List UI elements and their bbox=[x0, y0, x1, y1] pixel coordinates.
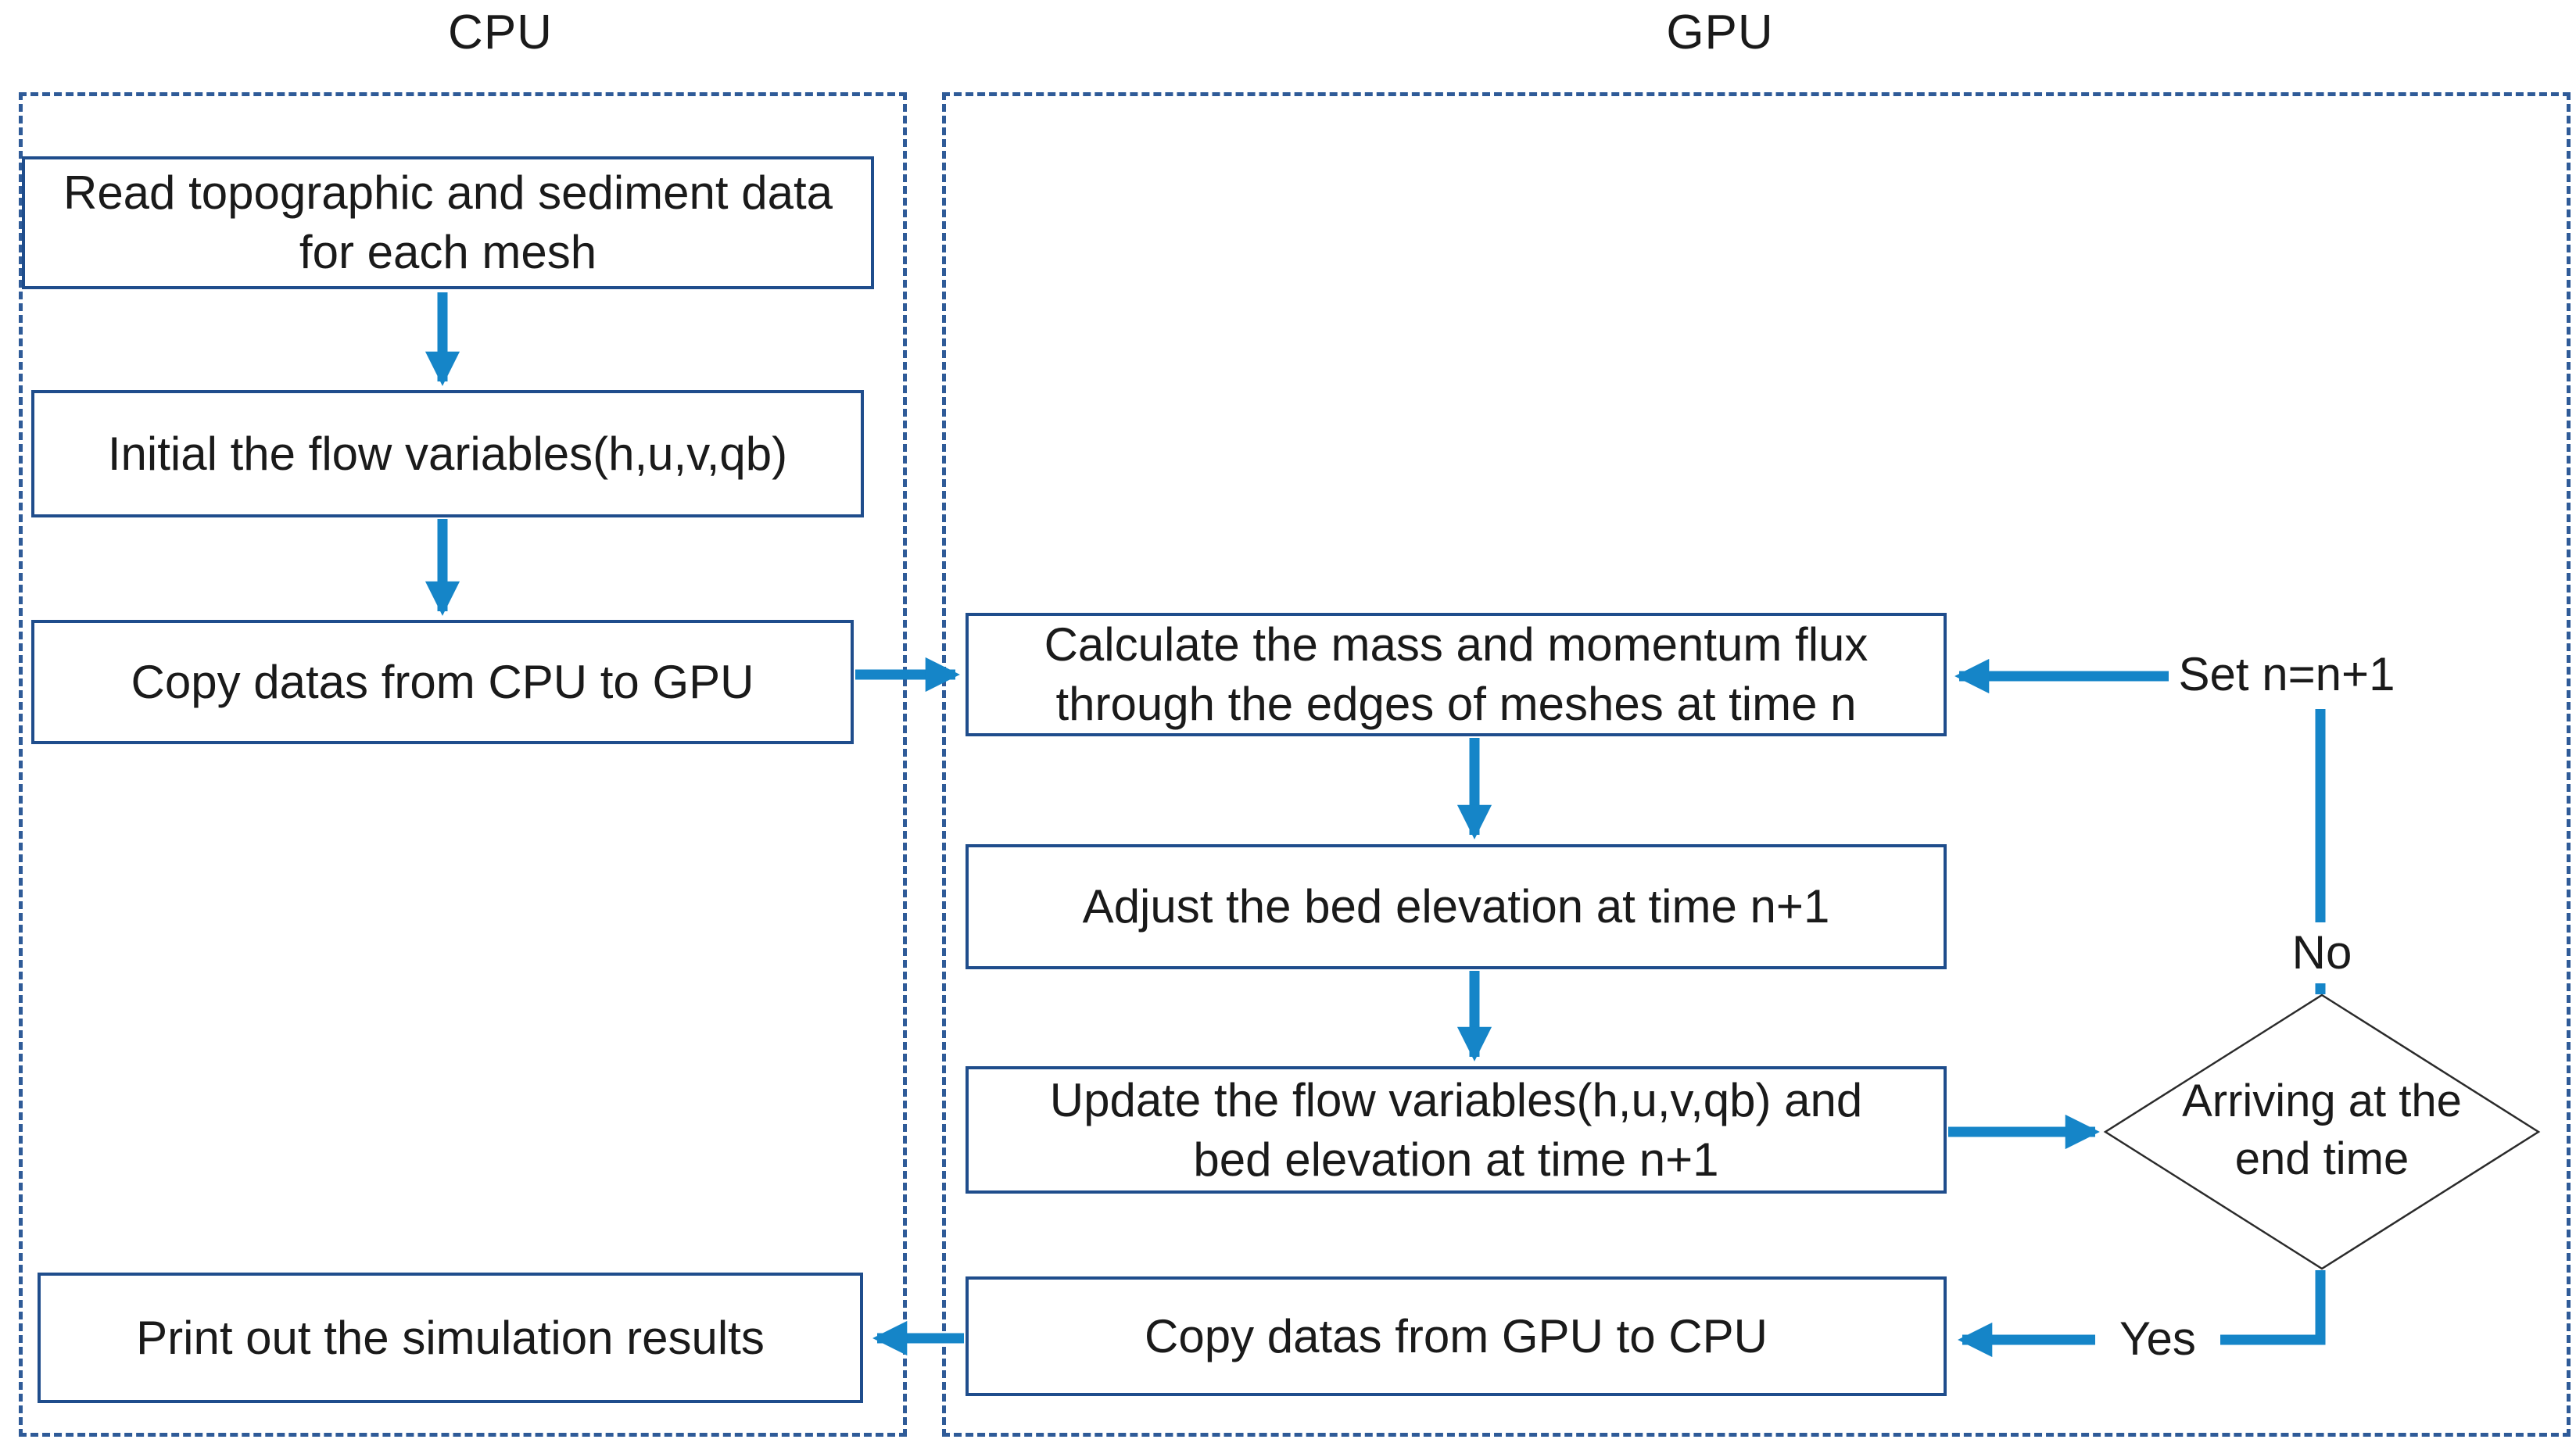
decision-label-line1: Arriving at the bbox=[2182, 1076, 2462, 1126]
cpu-region-title: CPU bbox=[448, 5, 553, 59]
gpu-region-boundary bbox=[942, 92, 2571, 1437]
gpu-region-title: GPU bbox=[1666, 5, 1774, 59]
node-adjust-line1: Adjust the bed elevation at time n+1 bbox=[1082, 880, 1830, 933]
node-copy-cpu-to-gpu: Copy datas from CPU to GPU bbox=[31, 620, 854, 744]
node-calculate-line2: through the edges of meshes at time n bbox=[1055, 678, 1857, 730]
node-read-line1: Read topographic and sediment data bbox=[63, 166, 833, 220]
node-read-data: Read topographic and sediment data for e… bbox=[22, 156, 874, 289]
node-print-results: Print out the simulation results bbox=[38, 1273, 863, 1403]
node-print-line1: Print out the simulation results bbox=[136, 1311, 765, 1364]
arrow-decision-yes-to-copy bbox=[1958, 1270, 2326, 1358]
decision-label: Arriving at the end time bbox=[2126, 1072, 2517, 1188]
edge-label-set-n: Set n=n+1 bbox=[2178, 648, 2395, 700]
cpu-region-boundary bbox=[19, 92, 907, 1437]
node-copy-gpu-to-cpu-line1: Copy datas from GPU to CPU bbox=[1145, 1309, 1768, 1362]
node-calculate-line1: Calculate the mass and momentum flux bbox=[1044, 618, 1868, 671]
node-copy-cpu-to-gpu-line1: Copy datas from CPU to GPU bbox=[131, 655, 754, 708]
edge-label-no: No bbox=[2291, 926, 2352, 979]
decision-diamond bbox=[2103, 994, 2541, 1270]
node-update-line1: Update the flow variables(h,u,v,qb) and bbox=[1049, 1073, 1863, 1126]
node-adjust-bed-elevation: Adjust the bed elevation at time n+1 bbox=[966, 844, 1947, 969]
node-initial-variables: Initial the flow variables(h,u,v,qb) bbox=[31, 390, 864, 517]
node-copy-gpu-to-cpu: Copy datas from GPU to CPU bbox=[966, 1276, 1947, 1396]
node-update-variables: Update the flow variables(h,u,v,qb) and … bbox=[966, 1066, 1947, 1194]
node-initial-line1: Initial the flow variables(h,u,v,qb) bbox=[107, 427, 788, 480]
node-read-line2: for each mesh bbox=[299, 226, 597, 278]
edge-label-yes: Yes bbox=[2095, 1312, 2220, 1366]
node-update-line2: bed elevation at time n+1 bbox=[1193, 1133, 1719, 1186]
decision-label-line2: end time bbox=[2234, 1133, 2409, 1185]
node-calculate-flux: Calculate the mass and momentum flux thr… bbox=[966, 613, 1947, 736]
